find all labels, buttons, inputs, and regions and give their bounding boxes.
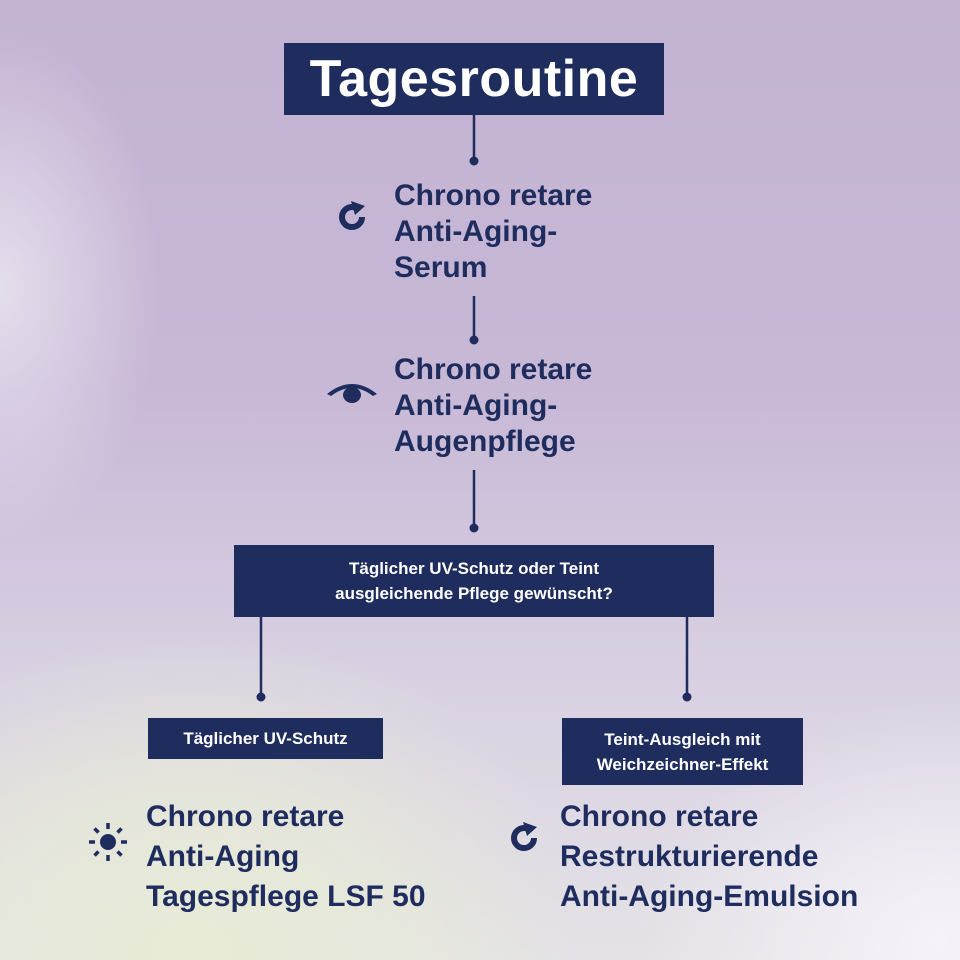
option-uv-label: Täglicher UV-Schutz xyxy=(183,729,348,748)
question-text: Täglicher UV-Schutz oder Teint ausgleich… xyxy=(335,559,613,603)
connector-dot xyxy=(256,692,266,702)
connector-dot xyxy=(469,523,479,533)
refresh-icon xyxy=(511,822,538,852)
sun-icon xyxy=(89,823,127,861)
connector-dot xyxy=(682,692,692,702)
option-uv-box: Täglicher UV-Schutz xyxy=(148,718,383,759)
question-box: Täglicher UV-Schutz oder Teint ausgleich… xyxy=(234,545,714,617)
connector-dot xyxy=(469,335,479,345)
page-title: Tagesroutine xyxy=(309,50,639,108)
refresh-icon xyxy=(339,201,366,231)
step-serum-label: Chrono retare Anti-Aging- Serum xyxy=(394,179,593,284)
step-eye-care-label: Chrono retare Anti-Aging- Augenpflege xyxy=(394,353,593,458)
eye-icon xyxy=(327,384,377,403)
connector-dot xyxy=(469,156,479,166)
option-tint-label: Teint-Ausgleich mit Weichzeichner-Effekt xyxy=(596,729,769,774)
title-box: Tagesroutine xyxy=(284,43,664,115)
option-tint-box: Teint-Ausgleich mit Weichzeichner-Effekt xyxy=(562,718,803,785)
product-day-care-label: Chrono retare Anti-Aging Tagespflege LSF… xyxy=(146,800,426,913)
product-emulsion-label: Chrono retare Restrukturierende Anti-Agi… xyxy=(560,800,859,913)
